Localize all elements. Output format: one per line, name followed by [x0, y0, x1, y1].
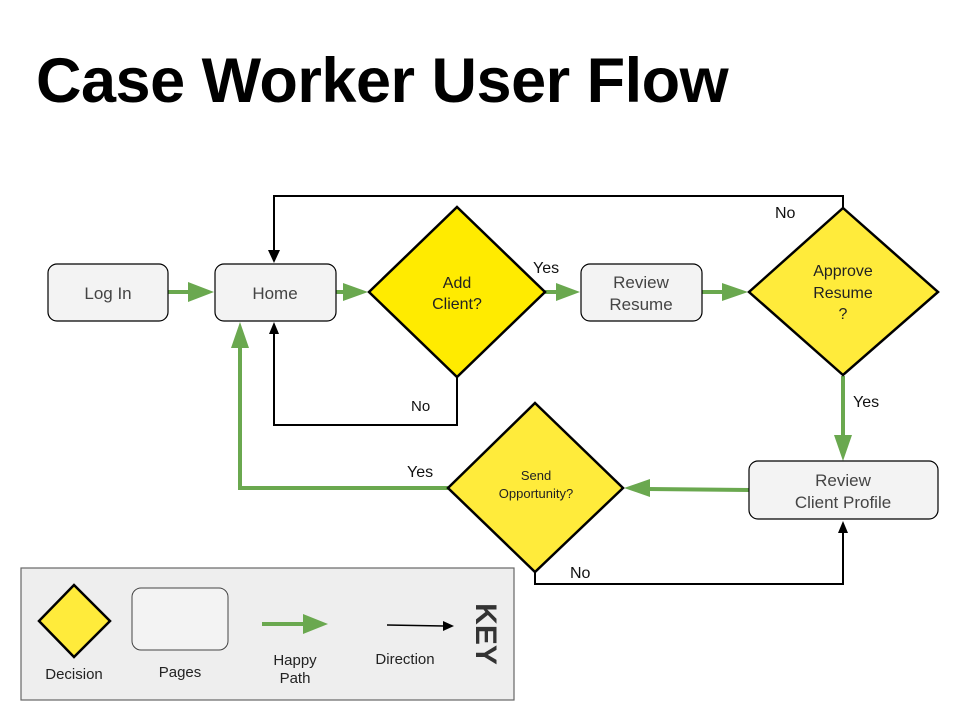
edge-login-to-home	[168, 282, 214, 302]
edge-approve-yes	[834, 376, 852, 461]
node-review-client-profile[interactable]: Review Client Profile	[748, 460, 939, 520]
legend-happy-path-icon	[262, 614, 328, 634]
legend-direction-icon	[386, 621, 454, 631]
legend-decision-label: Decision	[45, 666, 103, 683]
legend-decision-icon	[37, 583, 112, 659]
edge-add-client-no	[269, 322, 458, 426]
edge-home-to-add-client	[336, 283, 368, 301]
node-approve-resume[interactable]: Approve Resume ?	[747, 206, 940, 377]
node-approve-resume-line2: Resume	[813, 285, 873, 302]
legend-key-title: KEY	[469, 603, 502, 665]
node-review-client-profile-line2: Client Profile	[795, 493, 891, 512]
node-home-label: Home	[252, 284, 297, 303]
label-add-client-yes: Yes	[533, 260, 559, 277]
legend-direction-label: Direction	[375, 651, 434, 668]
legend: Decision Pages Happy Path Direction KEY	[20, 567, 515, 701]
node-review-resume[interactable]: Review Resume	[580, 263, 703, 322]
node-send-opportunity-line2: Opportunity?	[499, 486, 573, 501]
edge-review-resume-to-approve	[702, 283, 748, 301]
node-add-client-line2: Client?	[432, 296, 482, 313]
edge-send-yes	[231, 322, 448, 490]
node-send-opportunity[interactable]: Send Opportunity?	[446, 401, 625, 574]
legend-happy-path-line1: Happy	[273, 652, 317, 669]
label-add-client-no: No	[411, 398, 430, 415]
edge-approve-no	[268, 195, 844, 263]
node-approve-resume-line3: ?	[839, 306, 848, 323]
legend-pages-label: Pages	[159, 664, 202, 681]
node-add-client-line1: Add	[443, 275, 471, 292]
page-title: Case Worker User Flow	[36, 46, 729, 116]
node-approve-resume-line1: Approve	[813, 263, 873, 280]
edge-profile-to-send	[624, 479, 750, 497]
node-review-resume-line2: Resume	[609, 295, 672, 314]
node-review-client-profile-line1: Review	[815, 471, 871, 490]
label-send-no: No	[570, 565, 591, 582]
label-send-yes: Yes	[407, 464, 433, 481]
node-log-in-label: Log In	[84, 284, 131, 303]
legend-pages-icon	[131, 587, 229, 651]
label-approve-yes: Yes	[853, 394, 879, 411]
edge-add-client-yes	[545, 283, 580, 301]
node-home[interactable]: Home	[214, 263, 337, 322]
legend-happy-path-line2: Path	[280, 670, 311, 687]
node-add-client[interactable]: Add Client?	[367, 205, 547, 379]
node-review-resume-line1: Review	[613, 273, 669, 292]
node-send-opportunity-line1: Send	[521, 468, 551, 483]
label-approve-no: No	[775, 205, 796, 222]
edge-send-no	[534, 521, 848, 585]
node-log-in[interactable]: Log In	[47, 263, 169, 322]
